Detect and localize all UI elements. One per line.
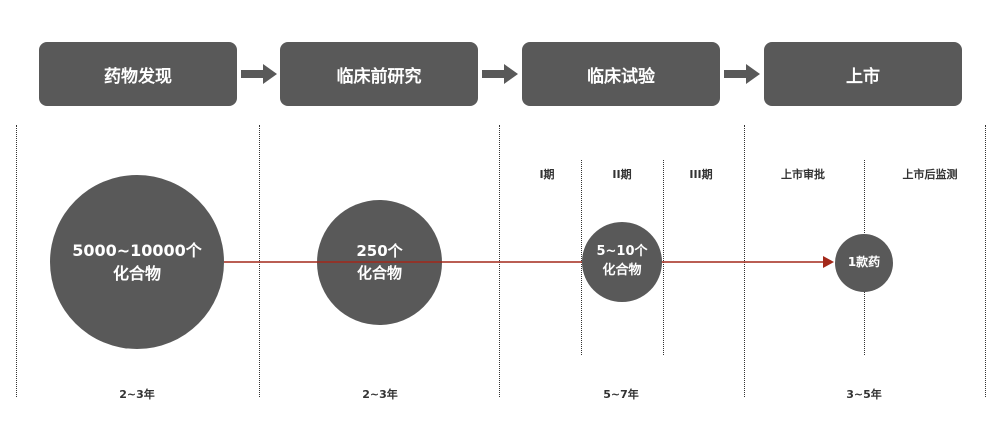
circle-line: 化合物 (356, 263, 402, 282)
stage-market: 上市 (764, 42, 962, 106)
divider-dotted (744, 125, 745, 397)
circle-line: 5000~10000个 (72, 240, 202, 260)
stage-drug-discovery: 药物发现 (39, 42, 237, 106)
phase-label-1: I期 (539, 168, 555, 181)
phase-label-3: III期 (689, 168, 713, 181)
duration-label: 3~5年 (846, 388, 882, 401)
divider-dotted (16, 125, 17, 397)
stage-clinical-trial: 临床试验 (522, 42, 720, 106)
stage-label: 临床试验 (587, 66, 655, 87)
phase-label-monitoring: 上市后监测 (902, 168, 958, 181)
circle-line: 化合物 (112, 264, 161, 283)
phase-label-approval: 上市审批 (781, 168, 825, 181)
phase-label-2: II期 (612, 168, 632, 181)
duration-label: 5~7年 (603, 388, 639, 401)
arrow-right-icon (724, 64, 760, 84)
circle-line: 5~10个 (596, 244, 648, 260)
divider-dotted (581, 160, 582, 355)
duration-label: 2~3年 (362, 388, 398, 401)
circle-line: 250个 (356, 241, 403, 260)
divider-dotted (985, 125, 986, 397)
drug-circle-market: 1款药 (835, 234, 893, 292)
stage-label: 上市 (846, 66, 880, 87)
stage-preclinical: 临床前研究 (280, 42, 478, 106)
circle-line: 化合物 (602, 263, 642, 278)
divider-dotted (663, 160, 664, 355)
divider-dotted (499, 125, 500, 397)
divider-dotted (259, 125, 260, 397)
stage-label: 临床前研究 (336, 66, 422, 87)
arrow-right-icon (482, 64, 518, 84)
circle-line: 1款药 (847, 255, 881, 270)
stage-label: 药物发现 (104, 66, 172, 87)
compound-circle-preclinical: 250个 化合物 (317, 200, 442, 325)
compound-circle-discovery: 5000~10000个 化合物 (50, 175, 224, 349)
duration-label: 2~3年 (119, 388, 155, 401)
compound-circle-clinical: 5~10个 化合物 (582, 222, 662, 302)
arrow-right-icon (241, 64, 277, 84)
